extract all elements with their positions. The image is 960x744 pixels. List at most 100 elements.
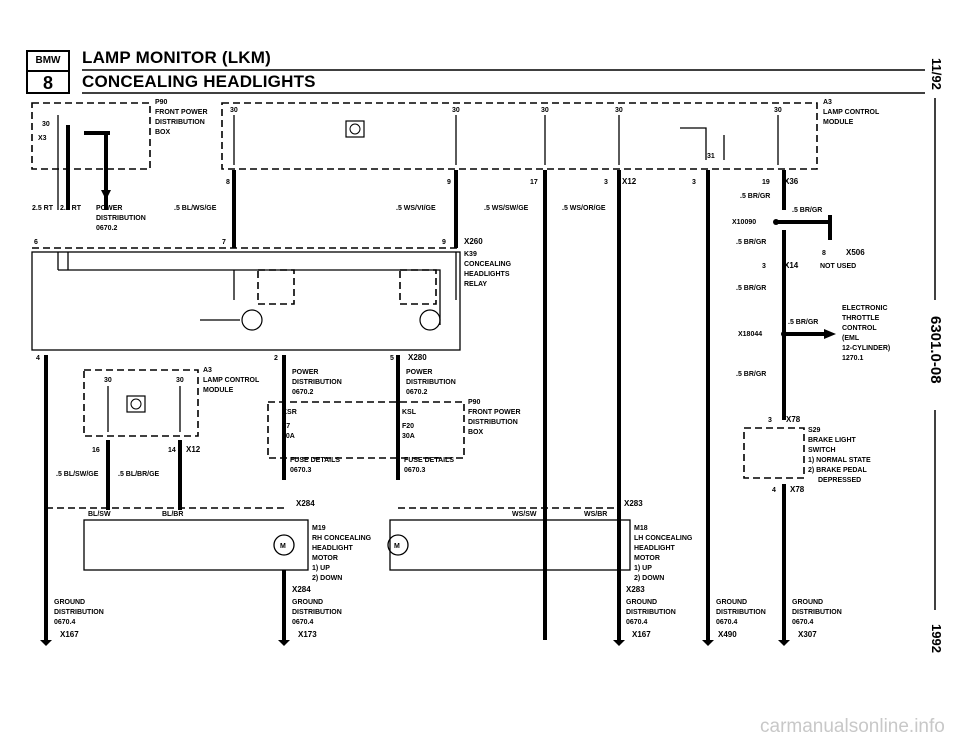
k39-id: K39 [464, 251, 477, 258]
pd-dist-a: DISTRIBUTION [292, 379, 342, 386]
gnd-5-doc: 0670.4 [792, 619, 814, 626]
gnd-3-dist: DISTRIBUTION [626, 609, 676, 616]
pin-19: 19 [762, 179, 770, 186]
gnd-2-dist: DISTRIBUTION [292, 609, 342, 616]
pin-9b: 9 [442, 239, 446, 246]
m19-3: MOTOR [312, 555, 338, 562]
p90-x3: X3 [38, 135, 47, 142]
wire-br-gr-3: .5 BR/GR [736, 239, 766, 246]
connector-x284: X284 [296, 499, 315, 508]
connector-x78b: X78 [790, 485, 805, 494]
gnd-3: GROUND [626, 599, 657, 606]
connector-x283b: X283 [626, 585, 645, 594]
wire-br-gr-6: .5 BR/GR [736, 371, 766, 378]
gnd-2-doc: 0670.4 [292, 619, 314, 626]
ground-x490: X490 [718, 630, 737, 639]
m18-2: HEADLIGHT [634, 545, 676, 552]
doc-0670-2: 0670.2 [96, 225, 118, 232]
p90b-3: BOX [468, 429, 484, 436]
connector-x283: X283 [624, 499, 643, 508]
gnd-3-doc: 0670.4 [626, 619, 648, 626]
p90-name-2: DISTRIBUTION [155, 119, 205, 126]
m19-2: HEADLIGHT [312, 545, 354, 552]
pin-3c: 3 [762, 263, 766, 270]
m19-5: 2) DOWN [312, 575, 342, 582]
distribution-label: DISTRIBUTION [96, 215, 146, 222]
wire-br-gr-4: .5 BR/GR [736, 285, 766, 292]
s29-box [743, 427, 805, 479]
wire-bl-ws-ge: .5 BL/WS/GE [174, 205, 217, 212]
fuse-30a-b: 30A [402, 433, 415, 440]
s29-id: S29 [808, 427, 821, 434]
wire-ws-sw: WS/SW [512, 511, 537, 518]
p90b-2: DISTRIBUTION [468, 419, 518, 426]
ground-symbols [40, 640, 790, 646]
page-subtitle: CONCEALING HEADLIGHTS [82, 72, 316, 91]
pin-3: 3 [604, 179, 608, 186]
a3-pin30-c: 30 [541, 107, 549, 114]
ksr: KSR [282, 409, 297, 416]
a3-pin30-e: 30 [774, 107, 782, 114]
m18-id: M18 [634, 525, 648, 532]
pin-14: 14 [168, 447, 176, 454]
wire-ws-sw-ge: .5 WS/SW/GE [484, 205, 529, 212]
a3b-id: A3 [203, 367, 212, 374]
gnd-1-doc: 0670.4 [54, 619, 76, 626]
wire-bl-br: BL/BR [162, 511, 183, 518]
wire-br-gr-1: .5 BR/GR [740, 193, 770, 200]
wire-bl-sw: BL/SW [88, 511, 111, 518]
pin-4b: 4 [772, 487, 776, 494]
etc-line3: CONTROL [842, 325, 877, 332]
m19-id: M19 [312, 525, 326, 532]
a3b-name-1: LAMP CONTROL [203, 377, 260, 384]
connector-x36: X36 [784, 177, 799, 186]
fuse-details-a-doc: 0670.3 [290, 467, 312, 474]
a3-pin31: 31 [707, 153, 715, 160]
a3-box-bottom [83, 369, 199, 437]
ground-x173: X173 [298, 630, 317, 639]
s29-3: 1) NORMAL STATE [808, 457, 871, 464]
lamp-icon [345, 120, 365, 138]
fuse-details-b: FUSE DETAILS [404, 457, 454, 464]
k39-relay-box [31, 251, 461, 351]
m19-1: RH CONCEALING [312, 535, 372, 542]
logo-series-number: 8 [42, 73, 53, 93]
not-used: NOT USED [820, 263, 856, 270]
power-label: POWER [96, 205, 122, 212]
connector-x78: X78 [786, 415, 801, 424]
gnd-4-dist: DISTRIBUTION [716, 609, 766, 616]
fuse-details-a: FUSE DETAILS [290, 457, 340, 464]
p90-pin30: 30 [42, 121, 50, 128]
wire-ws-or-ge: .5 WS/OR/GE [562, 205, 606, 212]
p90-id: P90 [155, 99, 168, 106]
connector-x12: X12 [622, 177, 637, 186]
ground-x167b: X167 [632, 630, 651, 639]
p90-name-1: FRONT POWER [155, 109, 208, 116]
pd-power-b: POWER [406, 369, 432, 376]
etc-line2: THROTTLE [842, 315, 880, 322]
s29-1: BRAKE LIGHT [808, 437, 857, 444]
m18-motor-symbol: M [394, 543, 400, 550]
p90b-1: FRONT POWER [468, 409, 521, 416]
pin-9: 9 [447, 179, 451, 186]
splice-x18044: X18044 [738, 331, 762, 338]
etc-line6: 1270.1 [842, 355, 864, 362]
wire-ws-vi-ge: .5 WS/VI/GE [396, 205, 436, 212]
fuse-f20: F20 [402, 423, 414, 430]
gnd-5: GROUND [792, 599, 823, 606]
ground-x307: X307 [798, 630, 817, 639]
k39-concealing: CONCEALING [464, 261, 512, 268]
s29-5: DEPRESSED [818, 477, 861, 484]
a3-name-1: LAMP CONTROL [823, 109, 880, 116]
s29-2: SWITCH [808, 447, 836, 454]
p90b-id: P90 [468, 399, 481, 406]
splice-x10090: X10090 [732, 219, 756, 226]
m18-3: MOTOR [634, 555, 660, 562]
etc-line5: 12-CYLINDER) [842, 345, 890, 352]
wire-bl-sw-ge: .5 BL/SW/GE [56, 471, 99, 478]
k39-relay: RELAY [464, 281, 487, 288]
p90-name-3: BOX [155, 129, 171, 136]
fuse-f7: F7 [282, 423, 290, 430]
pin-16: 16 [92, 447, 100, 454]
